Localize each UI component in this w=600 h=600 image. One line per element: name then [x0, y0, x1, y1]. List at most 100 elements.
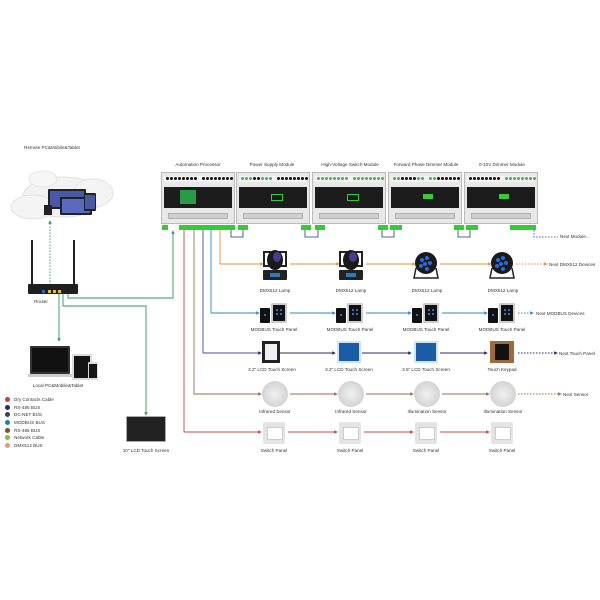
device-label: DMX512 Lamp — [335, 288, 367, 293]
module-label: Forward Phase Dimmer Module — [393, 162, 459, 167]
power-supply-module — [236, 172, 310, 224]
infrared-sensor — [262, 381, 288, 407]
module-label: High-Voltage Switch Module — [321, 162, 379, 167]
automation-processor-module — [161, 172, 235, 224]
screen-icon — [265, 344, 277, 360]
dmx-moving-head-lamp — [336, 246, 366, 282]
device-label: Switch Panel — [336, 448, 364, 453]
lcd-3-2-touch-screen — [337, 341, 361, 363]
local-label: Local PC&Mobile&Tablet — [32, 383, 84, 388]
router-icon — [28, 240, 78, 294]
terminal-block — [390, 225, 402, 230]
cloud-icon — [10, 170, 114, 220]
device-label: DMX512 Lamp — [487, 288, 519, 293]
next-sensor-label: Next Sensor — [563, 392, 589, 397]
touch-screen-icon — [126, 416, 166, 442]
terminal-block — [238, 225, 248, 230]
switch-icon — [343, 427, 359, 440]
par-lamp-icon — [413, 252, 439, 279]
local-devices — [28, 344, 103, 384]
wire-network-lcd10 — [62, 294, 148, 416]
legend-dot-icon — [5, 412, 10, 418]
terminal-block — [510, 225, 536, 230]
touch-panel-icon — [336, 303, 363, 323]
device-label: DMX512 Lamp — [259, 288, 291, 293]
terminal-block — [179, 225, 235, 230]
moving-head-lamp-icon — [339, 250, 363, 280]
legend-dot-icon — [5, 427, 10, 433]
legend-dot-icon — [5, 442, 10, 448]
wire-dry-contacts — [183, 230, 262, 434]
lcd-3-5-touch-screen — [414, 341, 438, 363]
device-label: DMX512 Lamp — [411, 288, 443, 293]
device-label: 3.2" LCD Touch Screen — [248, 367, 296, 372]
device-label: Illumination Sensor — [483, 409, 523, 414]
next-module-label: Next Module... — [560, 234, 590, 239]
device-label: Switch Panel — [412, 448, 440, 453]
device-label: Illumination Sensor — [407, 409, 447, 414]
terminal-block — [162, 225, 168, 230]
device-label: Infrared Sensor — [335, 409, 367, 414]
device-label: Switch Panel — [260, 448, 288, 453]
module-label: 0-10V Dimmer Module — [479, 162, 525, 167]
modbus-touch-panel — [334, 302, 366, 324]
next-touch-label: Next Touch Panel — [559, 351, 595, 356]
legend: Dry Contacts Cable RS-485 BUS DC-NET BUS… — [5, 396, 54, 449]
router-label: Router — [34, 299, 48, 304]
dmx-par-lamp — [412, 250, 440, 280]
remote-devices-cloud — [8, 165, 118, 225]
touch-panel-icon — [260, 303, 287, 323]
device-label: Infrared Sensor — [259, 409, 291, 414]
terminal-block — [301, 225, 311, 230]
screen-icon — [416, 343, 436, 361]
dmx-moving-head-lamp — [260, 246, 290, 282]
terminal-block — [466, 225, 478, 230]
touch-keypad — [490, 341, 514, 363]
switch-icon — [267, 427, 283, 440]
legend-dot-icon — [5, 404, 10, 410]
switch-panel — [339, 422, 361, 444]
wire-sensors — [193, 230, 262, 396]
moving-head-lamp-icon — [263, 250, 287, 280]
modbus-touch-panel — [486, 302, 518, 324]
dmx-par-lamp — [488, 250, 516, 280]
terminal-block — [454, 225, 464, 230]
wire-network-processor — [67, 230, 175, 299]
switch-panel — [263, 422, 285, 444]
device-label: MODBUS Touch Panel — [250, 327, 298, 332]
next-dmx-label: Next DMX512 Devices — [549, 262, 596, 267]
laptop-tablet-phone-icon — [28, 346, 98, 380]
legend-item: DC-NET BUS — [5, 411, 54, 419]
keypad-icon — [495, 344, 509, 360]
high-voltage-switch-module — [312, 172, 386, 224]
legend-item: MODBUS BUS — [5, 419, 54, 427]
modbus-touch-panel — [410, 302, 442, 324]
switch-panel — [491, 422, 513, 444]
terminal-block — [378, 225, 388, 230]
next-modbus-label: Next MODBUS Devices — [536, 311, 585, 316]
device-label: MODBUS Touch Panel — [478, 327, 526, 332]
wire-modbus — [210, 230, 260, 315]
legend-item: RS-485 BUS — [5, 404, 54, 412]
remote-label: Remote PC&Mobile&Tablet — [24, 145, 80, 150]
par-lamp-icon — [489, 252, 515, 279]
device-label: 3.2" LCD Touch Screen — [325, 367, 373, 372]
touch-panel-icon — [412, 303, 439, 323]
modbus-touch-panel — [258, 302, 290, 324]
switch-panel — [415, 422, 437, 444]
device-label: Touch Keypad — [487, 367, 517, 372]
wire-rs485 — [202, 230, 262, 355]
dimmer-0-10v-module — [464, 172, 538, 224]
infrared-sensor — [338, 381, 364, 407]
legend-dot-icon — [5, 435, 10, 441]
legend-dot-icon — [5, 420, 10, 426]
touch-panel-icon — [488, 303, 515, 323]
illumination-sensor — [414, 381, 440, 407]
legend-item: RS-485 BUS — [5, 426, 54, 434]
lcd-3-2-touch-screen — [262, 341, 280, 363]
switch-icon — [495, 427, 511, 440]
legend-item: Network Cable — [5, 434, 54, 442]
lcd-10-touch-screen — [126, 416, 166, 444]
legend-dot-icon — [5, 397, 10, 403]
